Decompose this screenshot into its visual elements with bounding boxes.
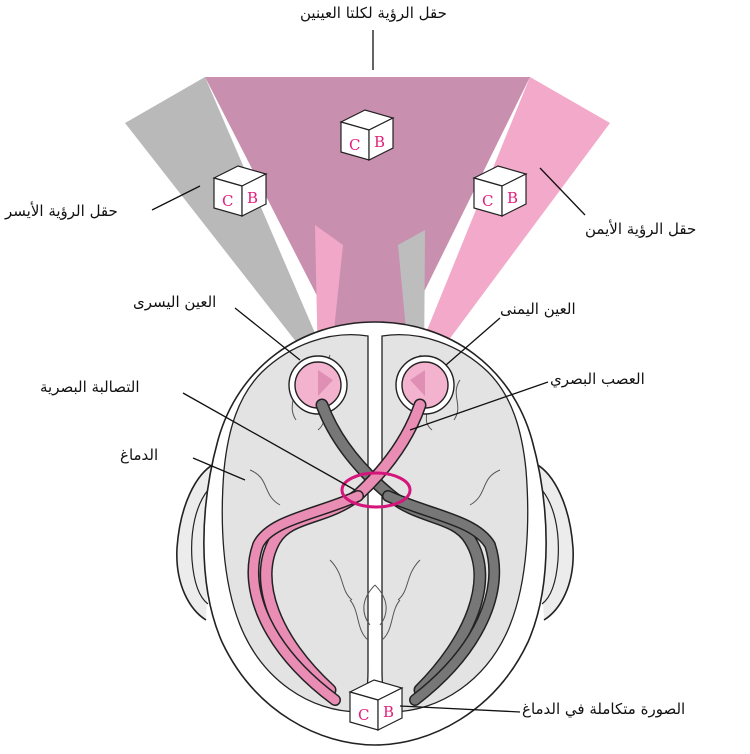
label-optic-chiasm: التصالبة البصرية [40, 378, 140, 396]
left-ear [176, 463, 215, 621]
label-brain: الدماغ [120, 446, 159, 464]
optic-chiasm-ring [340, 471, 412, 509]
binocular-visual-field [205, 77, 530, 371]
cube-letter-c: C [349, 136, 360, 154]
label-binocular-field: حقل الرؤية لكلتا العينين [300, 4, 447, 22]
cube-letter-c: C [222, 192, 233, 210]
cube-letter-c: C [482, 192, 493, 210]
cube-letter-b: B [247, 189, 258, 207]
leader-integrated-image [399, 705, 521, 713]
label-optic-nerve: العصب البصري [550, 370, 645, 388]
cube-binocular: C B [339, 109, 395, 161]
label-left-visual-field: حقل الرؤية الأيسر [5, 202, 118, 220]
right-visual-field [410, 77, 610, 372]
label-right-visual-field: حقل الرؤية الأيمن [585, 220, 697, 238]
label-integrated-image: الصورة متكاملة في الدماغ [522, 700, 686, 718]
cube-letter-b: B [383, 703, 394, 721]
leader-right-field [539, 167, 586, 216]
leader-lines [151, 30, 586, 713]
cube-letter-b: B [374, 133, 385, 151]
leader-optic-nerve [409, 381, 549, 431]
label-right-eye: العين اليمنى [500, 300, 576, 318]
cube-letter-c: C [358, 706, 369, 724]
optic-pathways [247, 398, 501, 706]
cube-brain: C B [348, 679, 404, 731]
right-ear [535, 463, 574, 621]
leader-left-eye [234, 307, 301, 361]
left-visual-field [125, 77, 330, 368]
cube-right-field: C B [472, 165, 528, 217]
cube-left-field: C B [212, 165, 268, 217]
cube-letter-b: B [507, 189, 518, 207]
label-left-eye: العين اليسرى [133, 293, 217, 311]
leader-right-eye [445, 317, 501, 366]
leader-brain [192, 457, 246, 481]
leader-left-field [151, 185, 201, 211]
leader-optic-chiasm [182, 392, 356, 491]
